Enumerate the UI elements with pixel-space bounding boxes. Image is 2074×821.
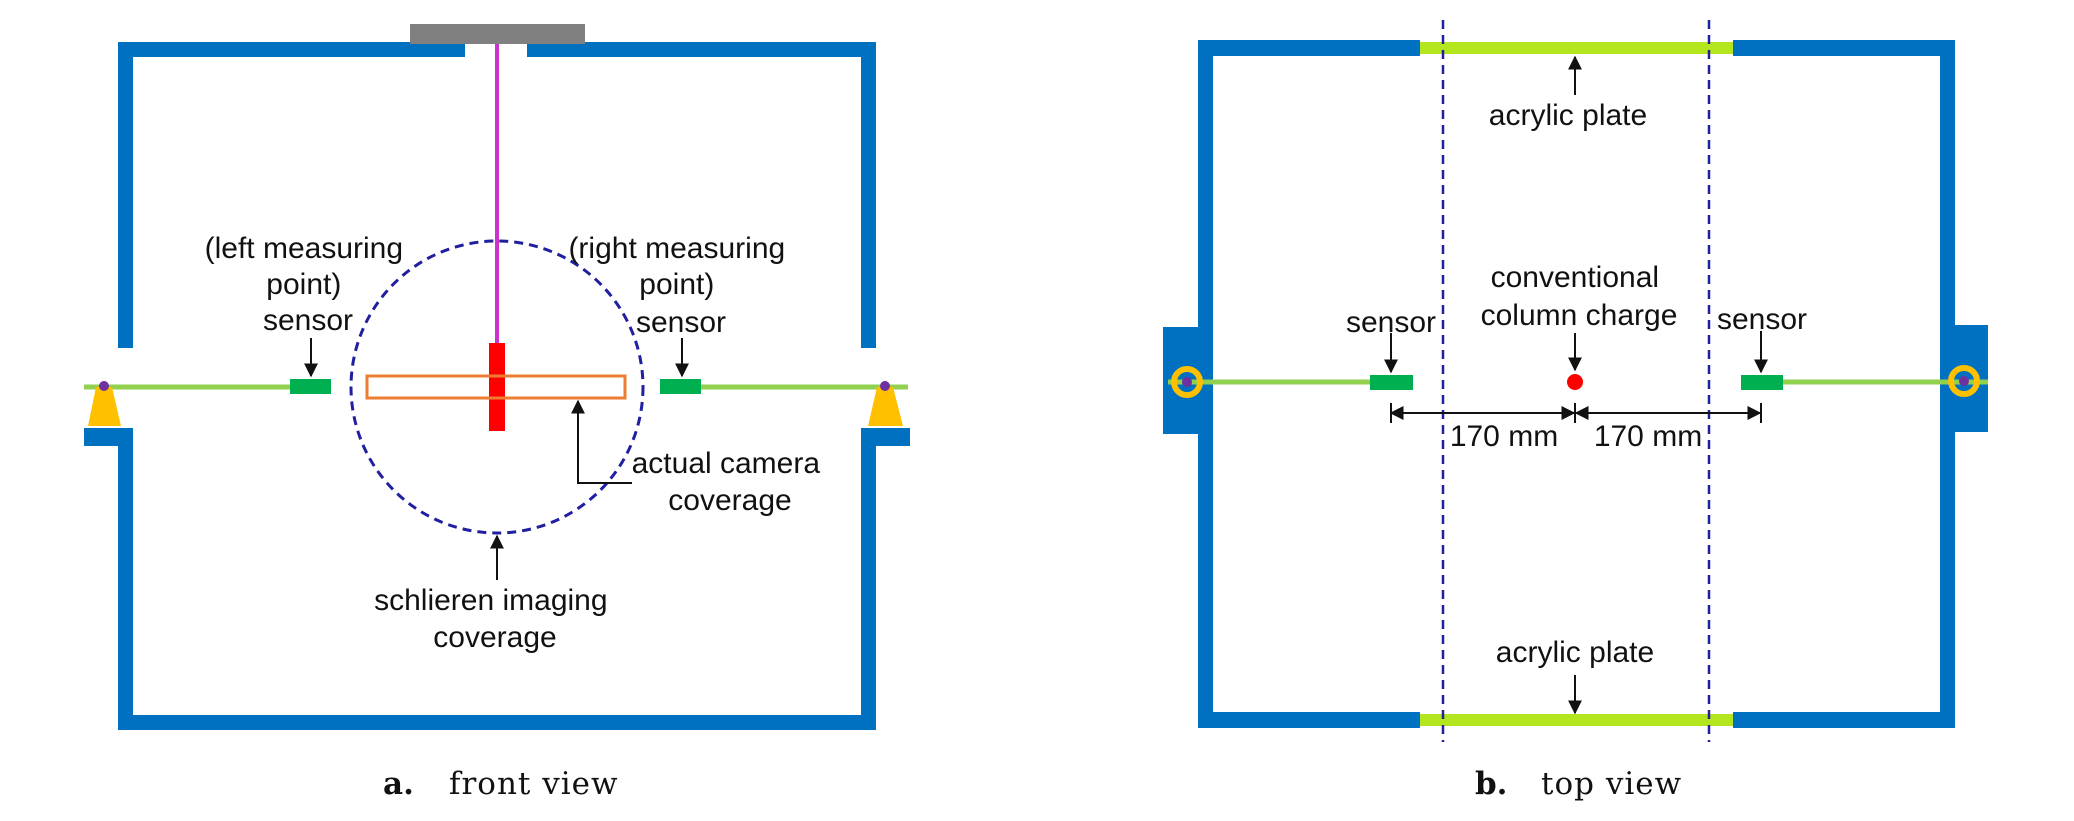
acrylic-top-label: acrylic plate: [1489, 99, 1647, 132]
overhead-mount: [410, 24, 585, 44]
top-left-sensor-label: sensor: [1346, 306, 1436, 339]
right-distance-label: 170 mm: [1594, 420, 1702, 453]
schlieren-coverage-circle: [349, 239, 645, 535]
acrylic-plate-top: [1420, 42, 1733, 54]
left-distance-label: 170 mm: [1450, 420, 1558, 453]
acrylic-plate-bottom: [1420, 714, 1733, 726]
right-pivot: [880, 381, 890, 391]
chamber-walls: [84, 42, 910, 730]
left-pivot: [99, 381, 109, 391]
charge-dot: [1567, 374, 1583, 390]
right-sensor: [660, 379, 701, 394]
top-right-pivot-ring: [1948, 365, 1980, 397]
charge-label: conventional column charge: [1481, 261, 1678, 332]
left-sensor-label: (left measuring point) sensor: [205, 232, 412, 337]
dimension-lines: [1389, 403, 1762, 423]
top-right-sensor: [1741, 375, 1783, 390]
front-view-caption: a. front view: [383, 766, 619, 802]
camera-coverage-label: actual camera coverage: [632, 447, 829, 517]
top-right-pivot: [1959, 376, 1969, 386]
schlieren-coverage-label: schlieren imaging coverage: [374, 584, 616, 654]
top-view-caption: b. top view: [1475, 766, 1682, 802]
top-right-sensor-label: sensor: [1717, 303, 1807, 336]
camera-coverage-box: [365, 374, 627, 400]
acrylic-bottom-label: acrylic plate: [1496, 636, 1654, 669]
charge: [489, 343, 505, 431]
camera-coverage-arrow: [571, 399, 632, 484]
top-view-panel: acrylic plate acrylic plate sensor senso…: [1163, 20, 1988, 802]
top-left-pivot-ring: [1171, 366, 1203, 398]
front-view-panel: (left measuring point) sensor (right mea…: [84, 24, 910, 802]
left-sensor: [290, 379, 331, 394]
top-left-sensor: [1370, 375, 1413, 390]
right-sensor-label: (right measuring point) sensor: [568, 232, 793, 339]
top-left-pivot: [1182, 377, 1192, 387]
left-support: [88, 387, 121, 426]
right-support: [868, 387, 903, 426]
